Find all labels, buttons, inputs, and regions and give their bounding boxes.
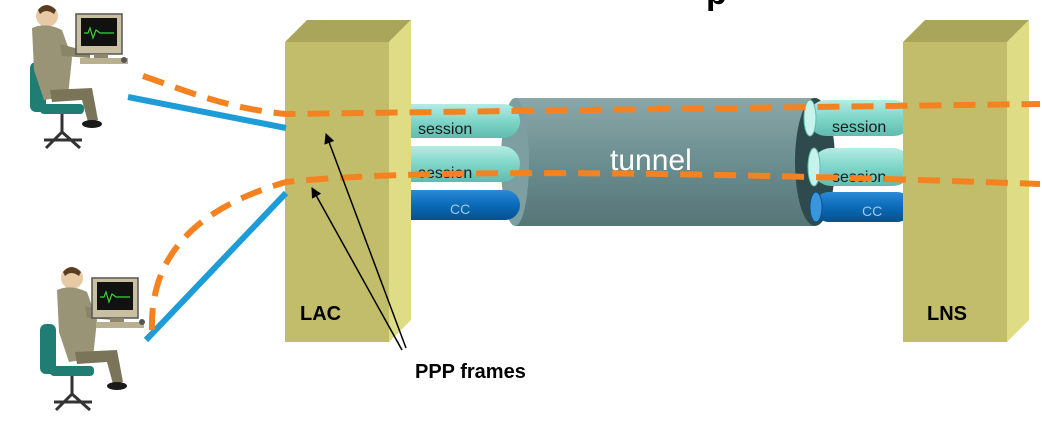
annotation-arrow-bottom bbox=[311, 187, 403, 351]
left-pipe-session-1-label: session bbox=[418, 121, 472, 138]
right-pipes: session session CC bbox=[803, 99, 912, 223]
right-pipe-cc-label: CC bbox=[862, 203, 882, 219]
lac-box: LAC bbox=[285, 20, 411, 342]
lac-box-front bbox=[285, 42, 389, 342]
ppp-path-top bbox=[142, 73, 1041, 118]
right-pipe-session-1-label: session bbox=[832, 119, 886, 136]
ppp-frames-label: PPP frames bbox=[415, 361, 526, 383]
lns-box-top bbox=[903, 20, 1029, 42]
lac-box-side bbox=[389, 20, 411, 342]
title-fragment: p bbox=[706, 0, 727, 12]
tunnel-body bbox=[515, 98, 815, 226]
lac-box-top bbox=[285, 20, 411, 42]
ppp-path-bottom bbox=[148, 170, 1041, 331]
access-link-bottom bbox=[143, 190, 289, 343]
lns-box-side bbox=[1007, 20, 1029, 342]
computer-user-icon bbox=[40, 267, 145, 412]
lns-label: LNS bbox=[927, 303, 967, 325]
user-bottom bbox=[40, 267, 145, 412]
tunnel: tunnel bbox=[501, 98, 835, 226]
left-pipe-cc-label: CC bbox=[450, 201, 470, 217]
lns-box-front bbox=[903, 42, 1007, 342]
access-link-top bbox=[127, 94, 287, 131]
lns-box: LNS bbox=[903, 20, 1029, 342]
right-pipe-cc: CC bbox=[809, 191, 912, 223]
computer-user-icon bbox=[30, 5, 128, 150]
user-top bbox=[30, 5, 128, 150]
annotation-arrow-top bbox=[324, 133, 407, 349]
lac-label: LAC bbox=[300, 303, 341, 325]
